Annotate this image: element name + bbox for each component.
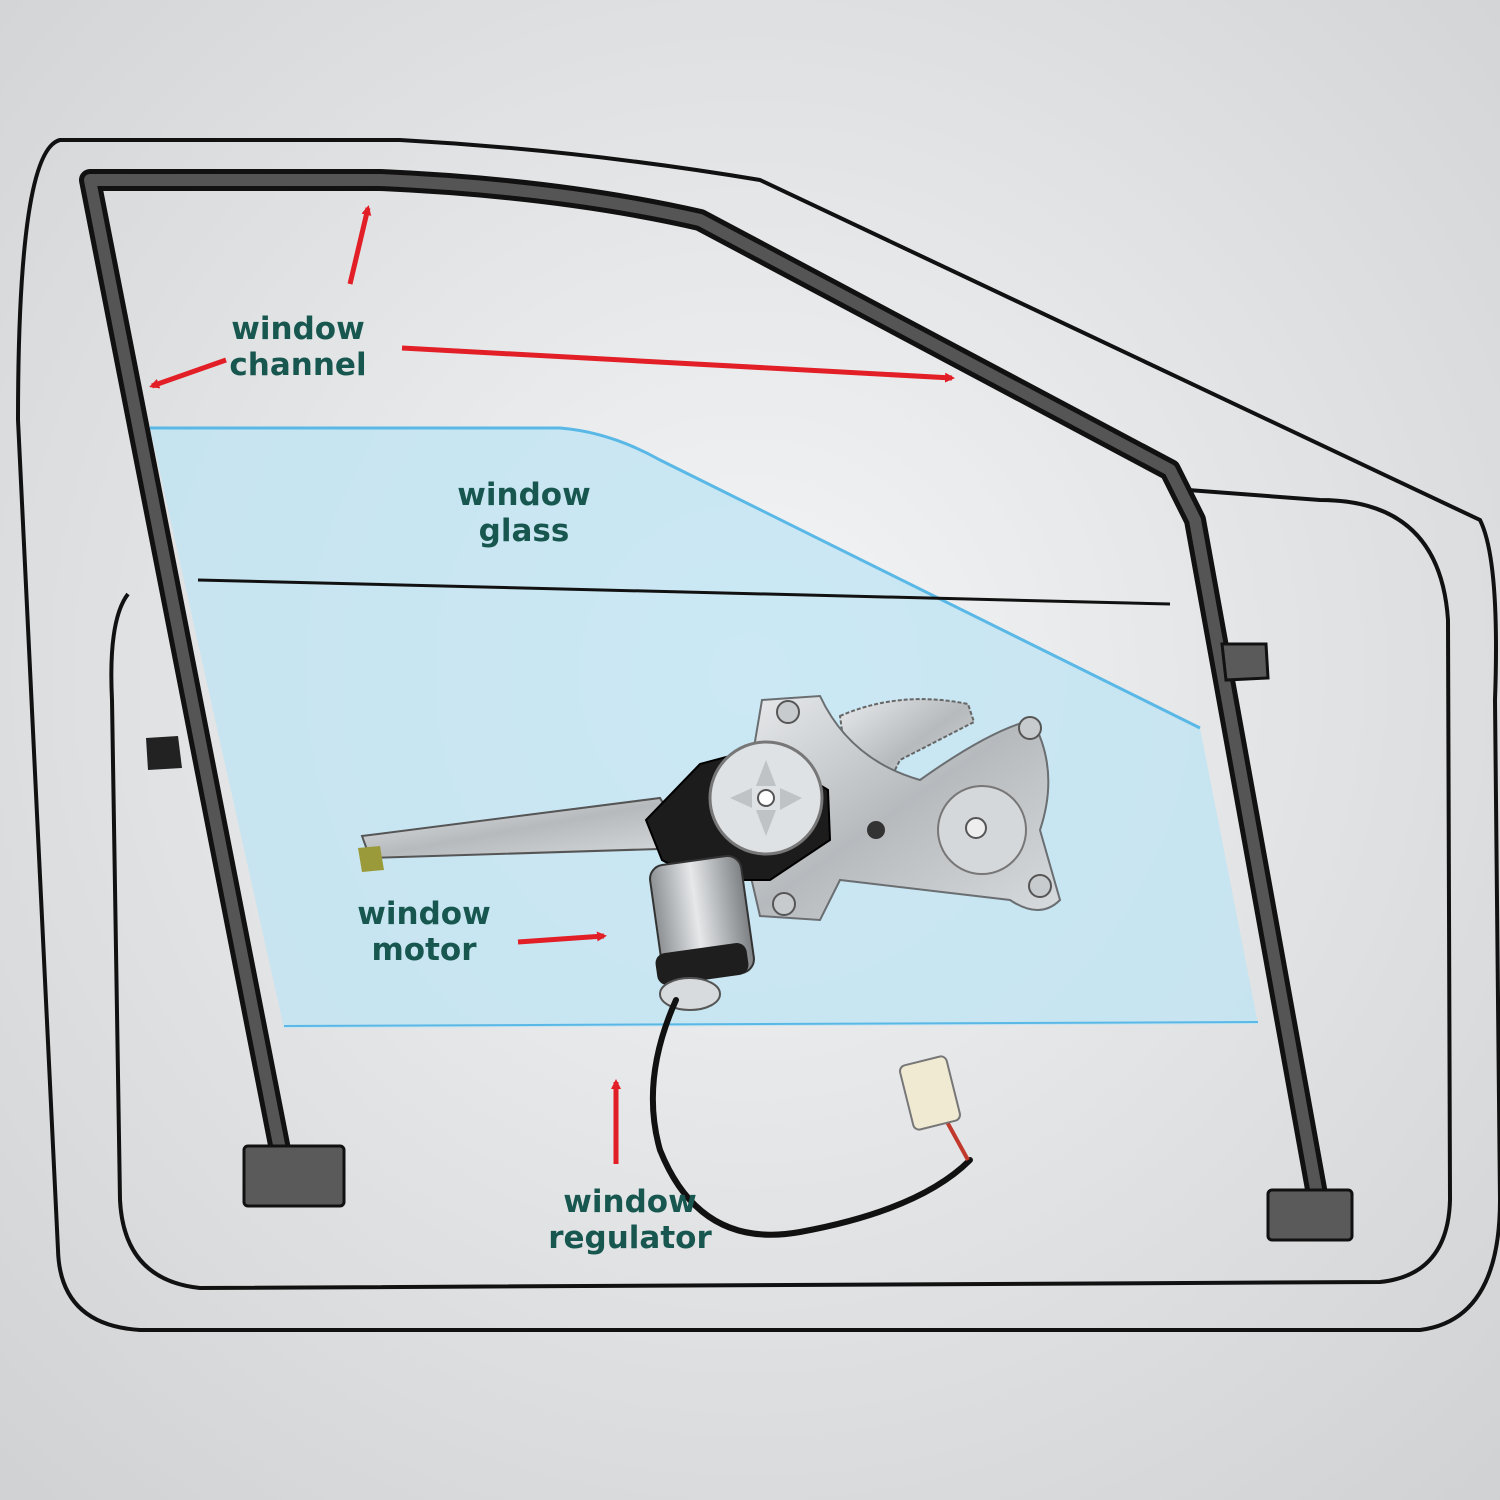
regulator-arm-tip	[358, 846, 384, 872]
channel-bracket-left	[242, 1144, 346, 1208]
arrow-motor	[517, 931, 607, 945]
window-glass-edge	[150, 426, 1201, 730]
channel-clip-left	[146, 736, 182, 770]
label-window-regulator: window regulator	[548, 1184, 712, 1256]
label-window-motor: window motor	[357, 896, 491, 968]
regulator-drum-hub	[965, 817, 987, 839]
motor-wire-red	[944, 1119, 970, 1161]
channel-bracket-right	[1266, 1188, 1354, 1242]
regulator-assembly	[358, 694, 1062, 1238]
window-channel-fill	[84, 174, 1324, 1202]
door-outline	[15, 138, 1500, 1332]
label-window-channel: window channel	[229, 311, 367, 383]
window-glass-bottom-edge	[283, 1021, 1259, 1027]
label-window-glass: window glass	[457, 477, 591, 549]
door-belt-line	[197, 578, 1171, 606]
motor-shaft-end	[659, 977, 721, 1011]
mounting-bolt-icon	[776, 700, 800, 724]
arrow-channel-right	[401, 345, 955, 383]
motor-gear-cover-ribs	[730, 760, 802, 836]
mounting-bolt-icon	[772, 892, 796, 916]
channel-clip-right	[1220, 642, 1270, 682]
arrow-channel-top	[347, 205, 372, 285]
motor-gear-cover-center	[757, 789, 775, 807]
regulator-pivot-hole	[867, 821, 885, 839]
motor-end-cap	[655, 943, 749, 985]
mounting-bolt-icon	[1028, 874, 1052, 898]
motor-wire	[649, 997, 973, 1238]
door-inner-outline	[109, 488, 1453, 1291]
arrow-channel-left	[149, 357, 227, 389]
wire-connector	[899, 1055, 961, 1131]
mounting-bolt-icon	[1018, 716, 1042, 740]
